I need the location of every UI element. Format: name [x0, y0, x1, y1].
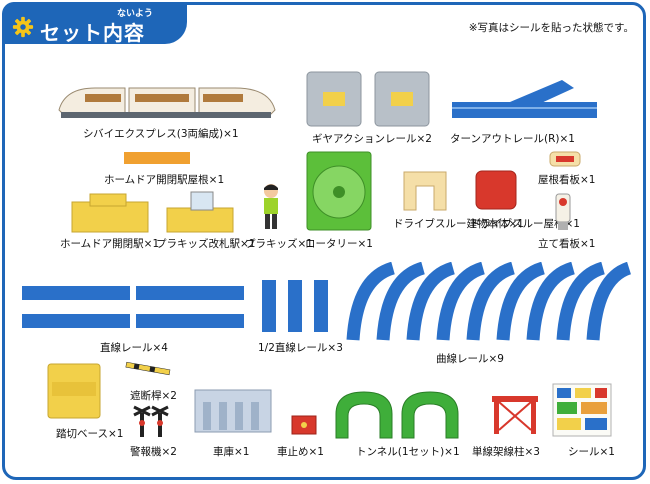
- item-label-gear-rail: ギヤアクションレール×2: [312, 133, 432, 145]
- roof-signboard-image: [549, 151, 581, 167]
- item-label-half-rail: 1/2直線レール×3: [258, 342, 343, 354]
- sticker-sheet-image: [552, 383, 612, 437]
- item-label-station-roof: ホームドア開閉駅屋根×1: [104, 174, 225, 186]
- turnout-rail-image: [452, 80, 597, 118]
- item-label-drive-thru-roof: ドライブスルー屋根×1: [470, 218, 580, 230]
- item-label-curved-rail: 曲線レール×9: [436, 353, 504, 365]
- station-roof-image: [124, 152, 190, 164]
- curved-rail-image: [346, 262, 632, 341]
- item-label-garage: 車庫×1: [213, 446, 250, 458]
- plakids-gate-station-image: [166, 191, 234, 233]
- item-label-turnout-rail: ターンアウトレール(R)×1: [450, 133, 575, 145]
- drive-thru-building-image: [403, 171, 447, 211]
- stand-signboard-image: [555, 193, 571, 230]
- item-label-catenary: 単線架線柱×3: [472, 446, 540, 458]
- item-label-crossing-bar: 遮断桿×2: [130, 390, 177, 402]
- crossing-base-image: [47, 363, 101, 419]
- item-label-crossing-alarm: 警報機×2: [130, 446, 177, 458]
- item-label-crossing-base: 踏切ベース×1: [56, 428, 124, 440]
- item-label-rotary: ロータリー×1: [305, 238, 373, 250]
- item-label-straight-rail: 直線レール×4: [100, 342, 168, 354]
- item-label-plakids: プラキッズ×1: [245, 238, 313, 250]
- straight-rail-image: [22, 286, 244, 328]
- rotary-image: [306, 151, 372, 231]
- home-door-station-image: [71, 193, 149, 233]
- item-label-train: シバイエクスプレス(3両編成)×1: [83, 128, 239, 140]
- plakids-figure-image: [264, 184, 278, 229]
- catenary-pole-image: [492, 396, 538, 434]
- item-label-gate-station: プラキッズ改札駅×1: [156, 238, 256, 250]
- photo-note: ※写真はシールを貼った状態です。: [468, 22, 634, 34]
- item-label-sticker: シール×1: [568, 446, 615, 458]
- gear-icon: [12, 16, 34, 38]
- shibai-express-train-image: [58, 87, 276, 118]
- item-label-car-stop: 車止め×1: [277, 446, 324, 458]
- garage-image: [194, 389, 272, 433]
- tunnel-image: [335, 391, 459, 439]
- page-title: セット内容: [40, 21, 145, 45]
- crossing-alarm-image: [133, 405, 169, 437]
- title-ruby: ないよう: [117, 9, 153, 19]
- half-straight-rail-image: [262, 280, 328, 332]
- gear-action-rail-image: [306, 71, 430, 127]
- header-tab: [2, 2, 187, 44]
- car-stop-image: [291, 415, 317, 435]
- item-label-roof-signboard: 屋根看板×1: [538, 174, 596, 186]
- item-label-home-door-station: ホームドア開閉駅×1: [60, 238, 160, 250]
- item-label-drive-thru-building: ドライブスルー建物本体×1: [393, 218, 524, 230]
- item-label-tunnel: トンネル(1セット)×1: [356, 446, 460, 458]
- crossing-bar-image: [125, 361, 171, 376]
- item-label-stand-signboard: 立て看板×1: [538, 238, 596, 250]
- drive-thru-roof-image: [475, 170, 517, 210]
